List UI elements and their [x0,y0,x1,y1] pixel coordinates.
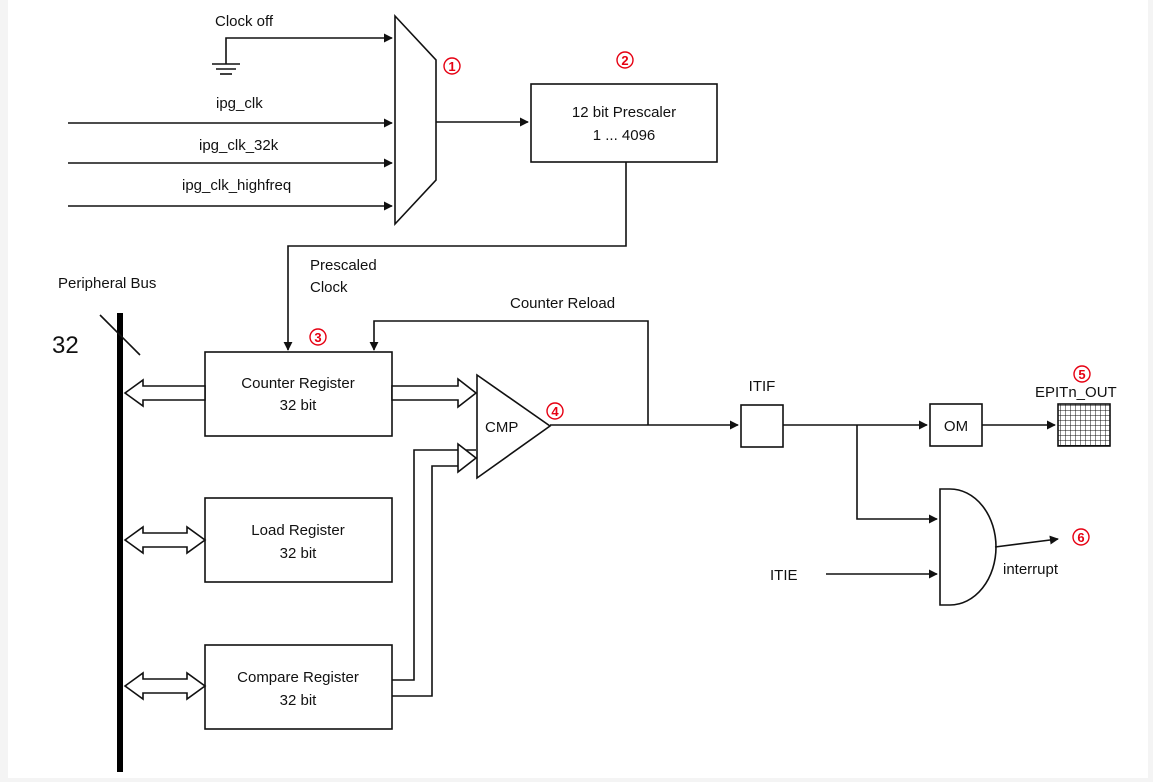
svg-text:3: 3 [314,330,321,345]
counter-bus-arrow [123,378,206,408]
prescaled-clock-label-line1: Prescaled [310,257,377,274]
itif-label: ITIF [749,378,776,395]
clock-off-label: Clock off [215,13,274,30]
epit-out-pin [1057,403,1111,447]
and-gate [939,488,997,606]
clock-mux [394,13,437,227]
prescaled-clock-label-line2: Clock [310,279,348,296]
bus-width-slash [99,314,141,356]
marker-5: 5 [1073,365,1091,383]
prescaler-block: 12 bit Prescaler 1 ... 4096 [530,83,718,163]
load-register-line1: Load Register [251,522,344,539]
marker-1: 1 [443,57,461,75]
load-register-line2: 32 bit [280,545,318,562]
compare-to-cmp-arrowhead [457,442,478,474]
bus-width-label: 32 [52,332,79,359]
prescaled-clock-wire [283,162,627,351]
marker-4: 4 [546,402,564,420]
marker-6: 6 [1072,528,1090,546]
peripheral-bus-label: Peripheral Bus [58,275,156,292]
prescaler-label-line1: 12 bit Prescaler [572,104,676,121]
load-bus-arrow [123,525,207,555]
counter-reload-wire [369,320,649,425]
compare-to-cmp-wire-2 [392,465,458,697]
marker-3: 3 [309,328,327,346]
counter-register-line2: 32 bit [280,397,318,414]
interrupt-wire [994,535,1059,548]
marker-2: 2 [616,51,634,69]
svg-text:5: 5 [1078,367,1085,382]
itif-flag: ITIF [740,378,784,448]
counter-reload-label: Counter Reload [510,295,615,312]
counter-to-cmp-arrow [391,377,478,409]
compare-to-cmp-wire-1 [392,449,476,681]
interrupt-label: interrupt [1003,561,1059,578]
compare-register: Compare Register 32 bit [204,644,393,730]
counter-register-line1: Counter Register [241,375,354,392]
itie-label: ITIE [770,567,798,584]
compare-bus-arrow [123,671,207,701]
compare-register-line2: 32 bit [280,692,318,709]
load-register: Load Register 32 bit [204,497,393,583]
ipg-clk-label: ipg_clk [216,95,263,112]
om-label: OM [944,418,968,435]
om-block: OM [929,403,983,447]
epit-out-label: EPITn_OUT [1035,384,1117,401]
ipg-clk-32k-input: ipg_clk_32k [68,137,393,168]
clock-off-input: Clock off [212,13,393,75]
ipg-clk-highfreq-input: ipg_clk_highfreq [68,177,393,211]
ipg-clk-input: ipg_clk [68,95,393,128]
compare-register-line1: Compare Register [237,669,359,686]
ipg-clk-highfreq-label: ipg_clk_highfreq [182,177,291,194]
svg-text:4: 4 [551,404,559,419]
itif-to-and-wire [856,425,938,524]
svg-text:2: 2 [621,53,628,68]
cmp-label: CMP [485,419,518,436]
cmp-comparator: CMP [476,373,552,480]
prescaler-label-line2: 1 ... 4096 [593,127,656,144]
ipg-clk-32k-label: ipg_clk_32k [199,137,279,154]
svg-text:1: 1 [448,59,455,74]
svg-text:6: 6 [1077,530,1084,545]
counter-register: Counter Register 32 bit [204,351,393,437]
